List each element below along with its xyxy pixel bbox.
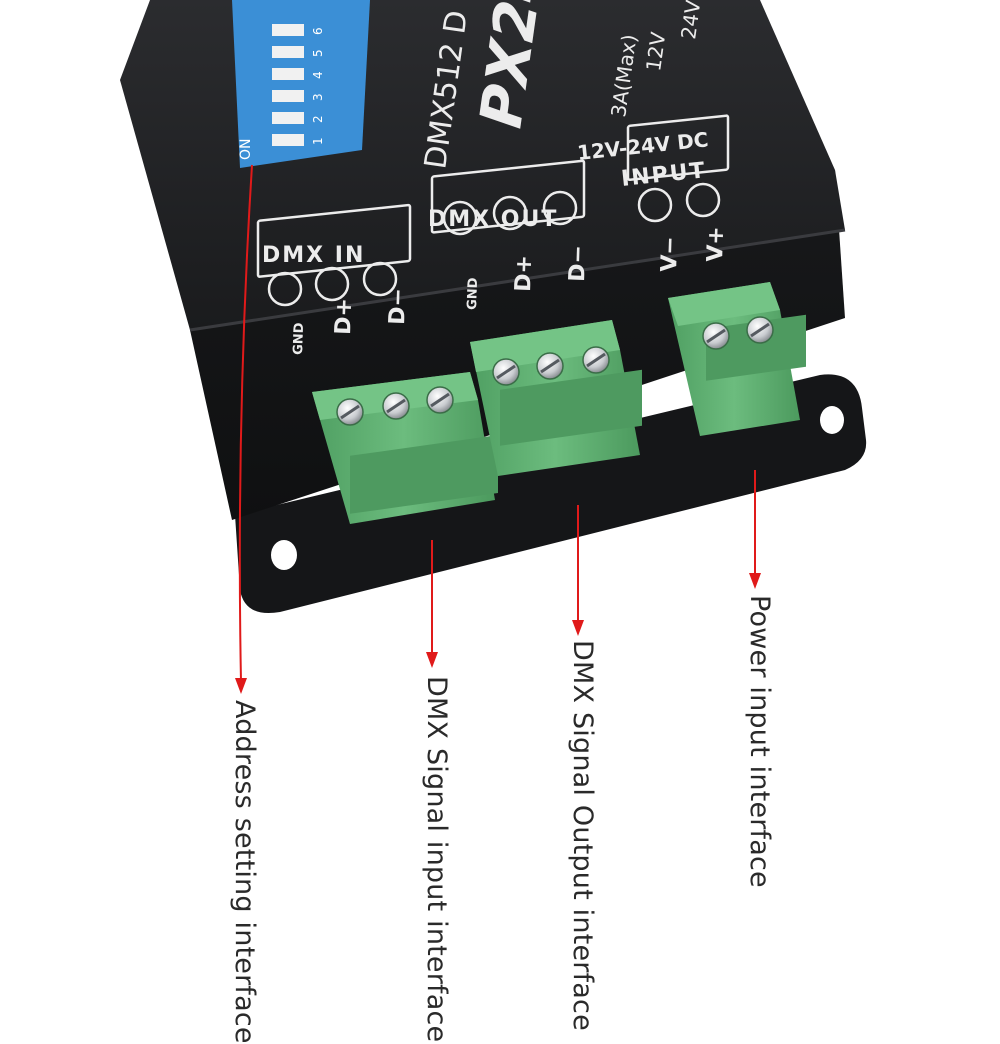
dip-lever[interactable] bbox=[272, 90, 304, 102]
dmx-out-pin-gnd: GND bbox=[465, 277, 481, 310]
power-pin-vplus: V+ bbox=[703, 226, 729, 262]
dmx-in-marking: DMX IN GND D+ D− bbox=[256, 203, 411, 355]
dip-number: 4 bbox=[311, 71, 325, 79]
callout-dmx-input: DMX Signal input interface bbox=[421, 676, 452, 1043]
dip-lever[interactable] bbox=[272, 46, 304, 58]
screw-slot bbox=[750, 322, 770, 338]
callout-address: Address setting interface bbox=[229, 700, 260, 1044]
dip-lever[interactable] bbox=[272, 112, 304, 124]
screw-slot bbox=[340, 404, 360, 420]
dmx-out-pin-dplus: D+ bbox=[511, 255, 537, 293]
arrow-dmx-out-head bbox=[572, 620, 584, 636]
dmx-in-pin-dminus: D− bbox=[385, 288, 411, 326]
power-terminal[interactable] bbox=[668, 282, 806, 436]
dip-number: 2 bbox=[311, 115, 325, 123]
dmx-in-terminal[interactable] bbox=[312, 372, 498, 524]
callout-power: Power input interface bbox=[744, 595, 775, 888]
dip-number: 6 bbox=[311, 27, 325, 35]
mounting-hole-left bbox=[271, 540, 297, 570]
arrow-address-head bbox=[235, 678, 247, 694]
dip-switch-body bbox=[232, 0, 370, 168]
rating-line-3: 24V bbox=[676, 0, 705, 41]
dip-number: 3 bbox=[311, 93, 325, 101]
screw-slot bbox=[586, 352, 606, 368]
screw-slot bbox=[540, 358, 560, 374]
dip-on-label: ON bbox=[238, 139, 254, 161]
mounting-hole-right bbox=[820, 406, 844, 434]
arrow-address bbox=[238, 164, 253, 683]
dip-switch[interactable]: ON 1 2 3 4 5 6 bbox=[232, 0, 370, 168]
dmx-in-pin-gnd: GND bbox=[291, 322, 307, 355]
dmx-out-title: DMX OUT bbox=[428, 207, 558, 232]
callout-dmx-output: DMX Signal Output interface bbox=[567, 640, 598, 1031]
dmx-out-marking: DMX OUT GND D+ D− bbox=[428, 159, 591, 310]
housing-edge-highlight bbox=[189, 228, 846, 332]
dip-lever[interactable] bbox=[272, 24, 304, 36]
power-pin-vminus: V− bbox=[657, 236, 683, 272]
dip-number: 5 bbox=[311, 49, 325, 57]
dmx-in-title: DMX IN bbox=[262, 243, 365, 268]
arrow-dmx-in-head bbox=[426, 652, 438, 668]
arrow-power-head bbox=[749, 573, 761, 589]
screw-slot bbox=[496, 364, 516, 380]
dip-lever[interactable] bbox=[272, 68, 304, 80]
screw-slot bbox=[386, 398, 406, 414]
screw-slot bbox=[430, 392, 450, 408]
dmx-out-terminal[interactable] bbox=[470, 320, 642, 476]
dmx-out-pin-dminus: D− bbox=[565, 245, 591, 283]
rating-line-2: 12V bbox=[641, 30, 670, 72]
callout-arrows bbox=[235, 164, 761, 694]
dmx-in-pin-dplus: D+ bbox=[331, 298, 357, 336]
screw-slot bbox=[706, 328, 726, 344]
dip-lever[interactable] bbox=[272, 134, 304, 146]
dip-number: 1 bbox=[311, 137, 325, 145]
